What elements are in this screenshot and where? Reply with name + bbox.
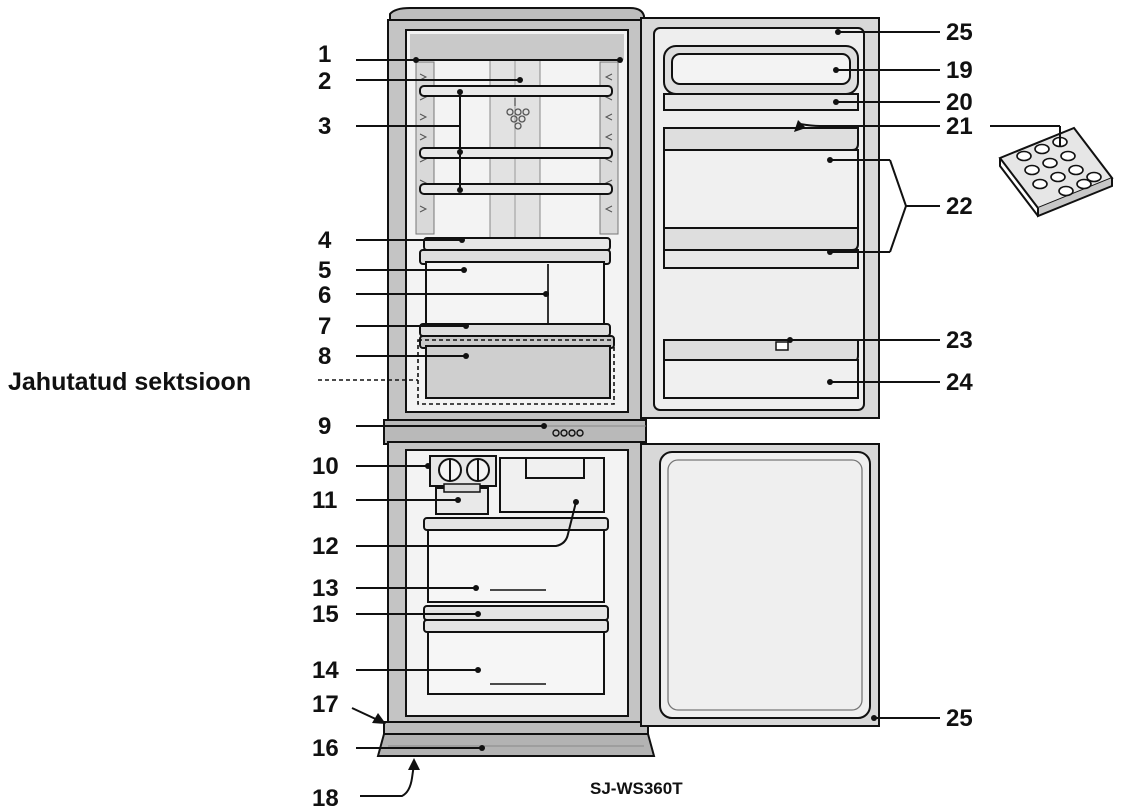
callout-4: 4 xyxy=(318,227,332,254)
callout-18: 18 xyxy=(312,785,339,812)
callout-19: 19 xyxy=(946,57,973,84)
callout-16: 16 xyxy=(312,735,339,762)
callout-13: 13 xyxy=(312,575,339,602)
upper-door xyxy=(640,17,880,419)
base-cover xyxy=(376,721,656,757)
callout-11: 11 xyxy=(312,487,337,514)
callout-17: 17 xyxy=(312,691,339,718)
callout-5: 5 xyxy=(318,257,331,284)
grapes-icon xyxy=(506,98,530,130)
callout-23: 23 xyxy=(946,327,973,354)
callout-10: 10 xyxy=(312,453,339,480)
leader-lines xyxy=(318,29,1061,797)
callout-22: 22 xyxy=(946,193,973,220)
egg-tray xyxy=(998,126,1114,218)
callout-7: 7 xyxy=(318,313,331,340)
callout-12: 12 xyxy=(312,533,339,560)
callout-24: 24 xyxy=(946,369,973,396)
lower-door xyxy=(640,443,880,727)
callout-25-bottom: 25 xyxy=(946,705,973,732)
model-label: SJ-WS360T xyxy=(590,779,683,798)
callout-2: 2 xyxy=(318,68,331,95)
freezer-cabinet xyxy=(387,441,645,727)
callout-9: 9 xyxy=(318,413,331,440)
control-strip xyxy=(383,419,647,445)
callout-14: 14 xyxy=(312,657,339,684)
callout-8: 8 xyxy=(318,343,331,370)
chilled-section-label: Jahutatud sektsioon xyxy=(8,368,251,396)
callout-3: 3 xyxy=(318,113,331,140)
callout-1: 1 xyxy=(318,41,331,68)
callout-15: 15 xyxy=(312,601,339,628)
callout-21: 21 xyxy=(946,113,973,140)
glass-shelves xyxy=(419,85,613,195)
callout-20: 20 xyxy=(946,89,973,116)
callout-25-top: 25 xyxy=(946,19,973,46)
fridge-cabinet xyxy=(387,7,645,423)
callout-6: 6 xyxy=(318,282,331,309)
callout-numbers: 1 2 3 4 5 6 7 8 9 10 11 12 13 15 14 17 1… xyxy=(312,19,973,812)
